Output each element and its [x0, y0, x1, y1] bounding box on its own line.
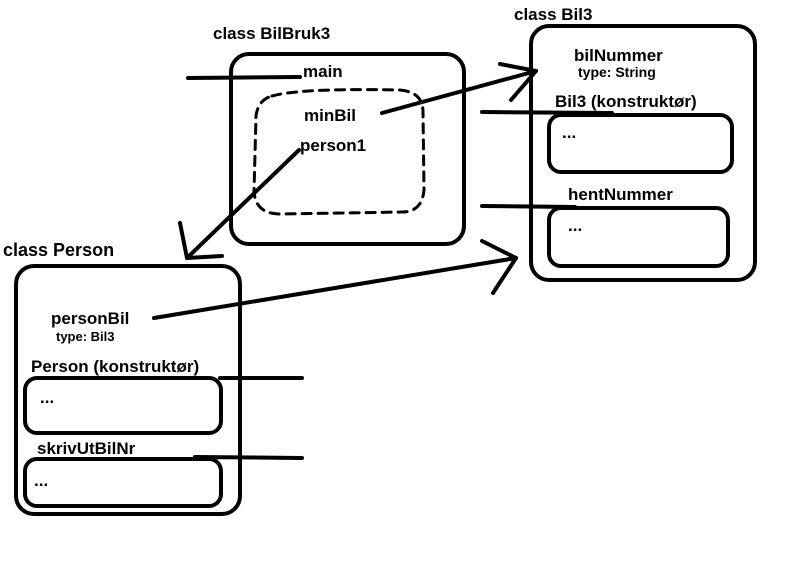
hentnummer-body: ...: [568, 216, 583, 235]
personbil-arrow-line: [152, 256, 518, 320]
person1-arrow-line: [185, 148, 301, 260]
bil3-box: [529, 24, 757, 282]
person-konstruktor-body: ...: [40, 388, 55, 407]
person-box: [14, 264, 242, 516]
person-skrivutbilnr-line: [193, 455, 304, 460]
bilnummer-type: type: String: [578, 64, 656, 80]
person1-arrowhead: [178, 221, 224, 260]
bilbruk3-box: [229, 52, 466, 246]
bilbruk3-title: class BilBruk3: [213, 24, 331, 43]
main-line: [186, 75, 302, 80]
person-title: class Person: [3, 240, 115, 260]
minbil-arrow-line: [380, 69, 538, 115]
object-scope-dashed: [252, 88, 426, 216]
personbil-label: personBil: [51, 309, 130, 328]
person-konstruktor-box: [23, 376, 223, 435]
personbil-type: type: Bil3: [56, 329, 115, 344]
minbil-arrowhead: [498, 62, 538, 102]
hentnummer-label: hentNummer: [568, 185, 673, 204]
skrivutbilnr-label: skrivUtBilNr: [37, 439, 136, 458]
bil3-title: class Bil3: [514, 5, 593, 24]
person-skrivutbilnr-box: [23, 457, 223, 508]
bil3-hentnummer-line: [480, 204, 577, 209]
main-label: main: [303, 62, 343, 81]
personbil-arrowhead: [480, 239, 518, 295]
person-konstruktor-label: Person (konstruktør): [31, 357, 200, 376]
bil3-konstruktor-label: Bil3 (konstruktør): [555, 92, 697, 111]
skrivutbilnr-body: ...: [34, 471, 49, 490]
bil3-konstruktor-line: [480, 110, 614, 115]
bilnummer-label: bilNummer: [574, 46, 663, 65]
person1-label: person1: [300, 136, 367, 155]
minbil-label: minBil: [304, 106, 356, 125]
bil3-konstruktor-body: ...: [562, 123, 577, 142]
bil3-konstruktor-box: [547, 113, 734, 174]
bil3-hentnummer-box: [547, 206, 730, 268]
